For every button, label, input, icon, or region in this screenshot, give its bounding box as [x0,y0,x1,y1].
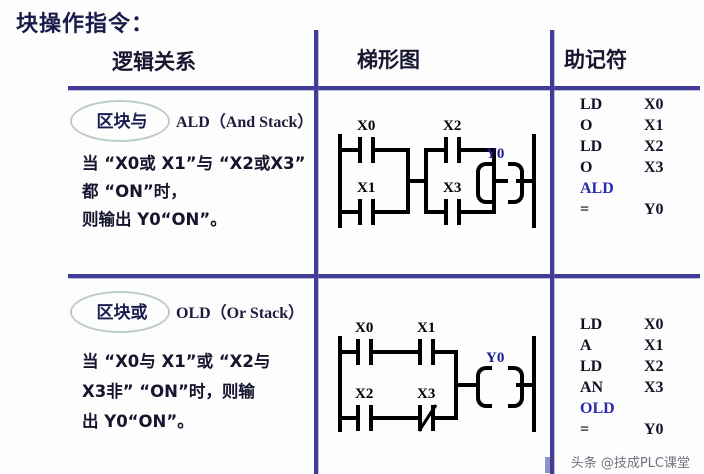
wire-segment [338,416,356,420]
wire-segment [516,179,534,183]
contact-label: X2 [355,386,374,402]
mnemonic-op: OLD [580,400,615,417]
instruction-name-ald: ALD（And Stack） [176,114,314,131]
mnemonic-op: O [580,117,593,134]
mnemonic-op: ALD [580,180,614,197]
mnemonic-op: = [580,201,590,218]
nc-slash-icon [417,404,438,432]
mnemonic-arg: X2 [644,358,664,375]
description-line: 当 “X0与 X1”或 “X2与 [82,352,271,371]
branch-riser-2-left [424,148,428,214]
table-header-rule [68,86,700,90]
mnemonic-op: O [580,159,593,176]
mnemonic-op: LD [580,358,603,375]
branch-riser-1-left [338,148,342,214]
watermark-text: 头条 @技成PLC课堂 [570,456,690,471]
branch-riser-left [338,350,342,420]
mnemonic-arg: X2 [644,138,664,155]
mnemonic-op: AN [580,379,604,396]
mnemonic-arg: Y0 [644,421,664,438]
mnemonic-op: LD [580,96,603,113]
watermark-bar [544,457,550,473]
mnemonic-op: LD [580,138,603,155]
ladder-diagram-old: X0 X1 X2 X3 Y0 [330,320,545,440]
coil-output-y0: Y0 [476,146,524,204]
contact-label: X3 [443,180,462,196]
mnemonic-op: A [580,337,592,354]
contact-label: X1 [357,180,376,196]
coil-output-y0: Y0 [476,350,524,408]
contact-label: X1 [417,320,436,336]
table-row-divider [68,274,700,278]
wire-segment [338,350,356,354]
coil-label: Y0 [486,350,505,366]
ladder-right-rail [532,336,536,432]
mnemonic-arg: X3 [644,379,664,396]
contact-label: X3 [417,386,436,402]
mnemonic-arg: X1 [644,117,664,134]
mnemonic-op: LD [580,316,603,333]
ladder-right-rail [532,134,536,228]
wire-segment [424,210,444,214]
mnemonic-arg: X3 [644,159,664,176]
table-column-divider-2 [550,30,554,474]
mnemonic-arg: X1 [644,337,664,354]
description-line: 出 Y0“ON”。 [82,412,194,431]
wire-segment [454,383,478,387]
mnemonic-arg: X0 [644,96,664,113]
description-line: 则输出 Y0“ON”。 [82,210,227,229]
mnemonic-arg: Y0 [644,201,664,218]
contact-label: X2 [443,118,462,134]
watermark: 头条 @技成PLC课堂 [544,452,690,473]
description-line: X3非” “ON”时，则输 [82,382,255,401]
description-line: 都 “ON”时， [82,182,187,201]
contact-label: X0 [357,118,376,134]
instruction-name-old: OLD（Or Stack） [176,305,305,322]
wire-segment [424,148,444,152]
contact-label: X0 [355,320,374,336]
mnemonic-op: = [580,421,590,438]
badge-ellipse [70,100,170,142]
column-header-mnemonic: 助记符 [564,48,627,72]
coil-label: Y0 [486,146,505,162]
wire-segment [338,210,358,214]
wire-segment [406,179,428,183]
mnemonic-arg: X0 [644,316,664,333]
wire-segment [492,179,508,183]
wire-segment [516,383,534,387]
description-line: 当 “X0或 X1”与 “X2或X3” [82,154,306,173]
column-header-ladder: 梯形图 [357,48,420,72]
column-header-logic: 逻辑关系 [112,50,196,74]
table-column-divider-1 [314,30,318,474]
ladder-diagram-ald: X0 X1 X2 X3 [330,118,545,248]
badge-label: 区块与 [96,112,148,132]
badge-ellipse [70,291,170,333]
badge-label: 区块或 [96,303,148,323]
page-title: 块操作指令： [16,12,155,37]
wire-segment [338,148,358,152]
